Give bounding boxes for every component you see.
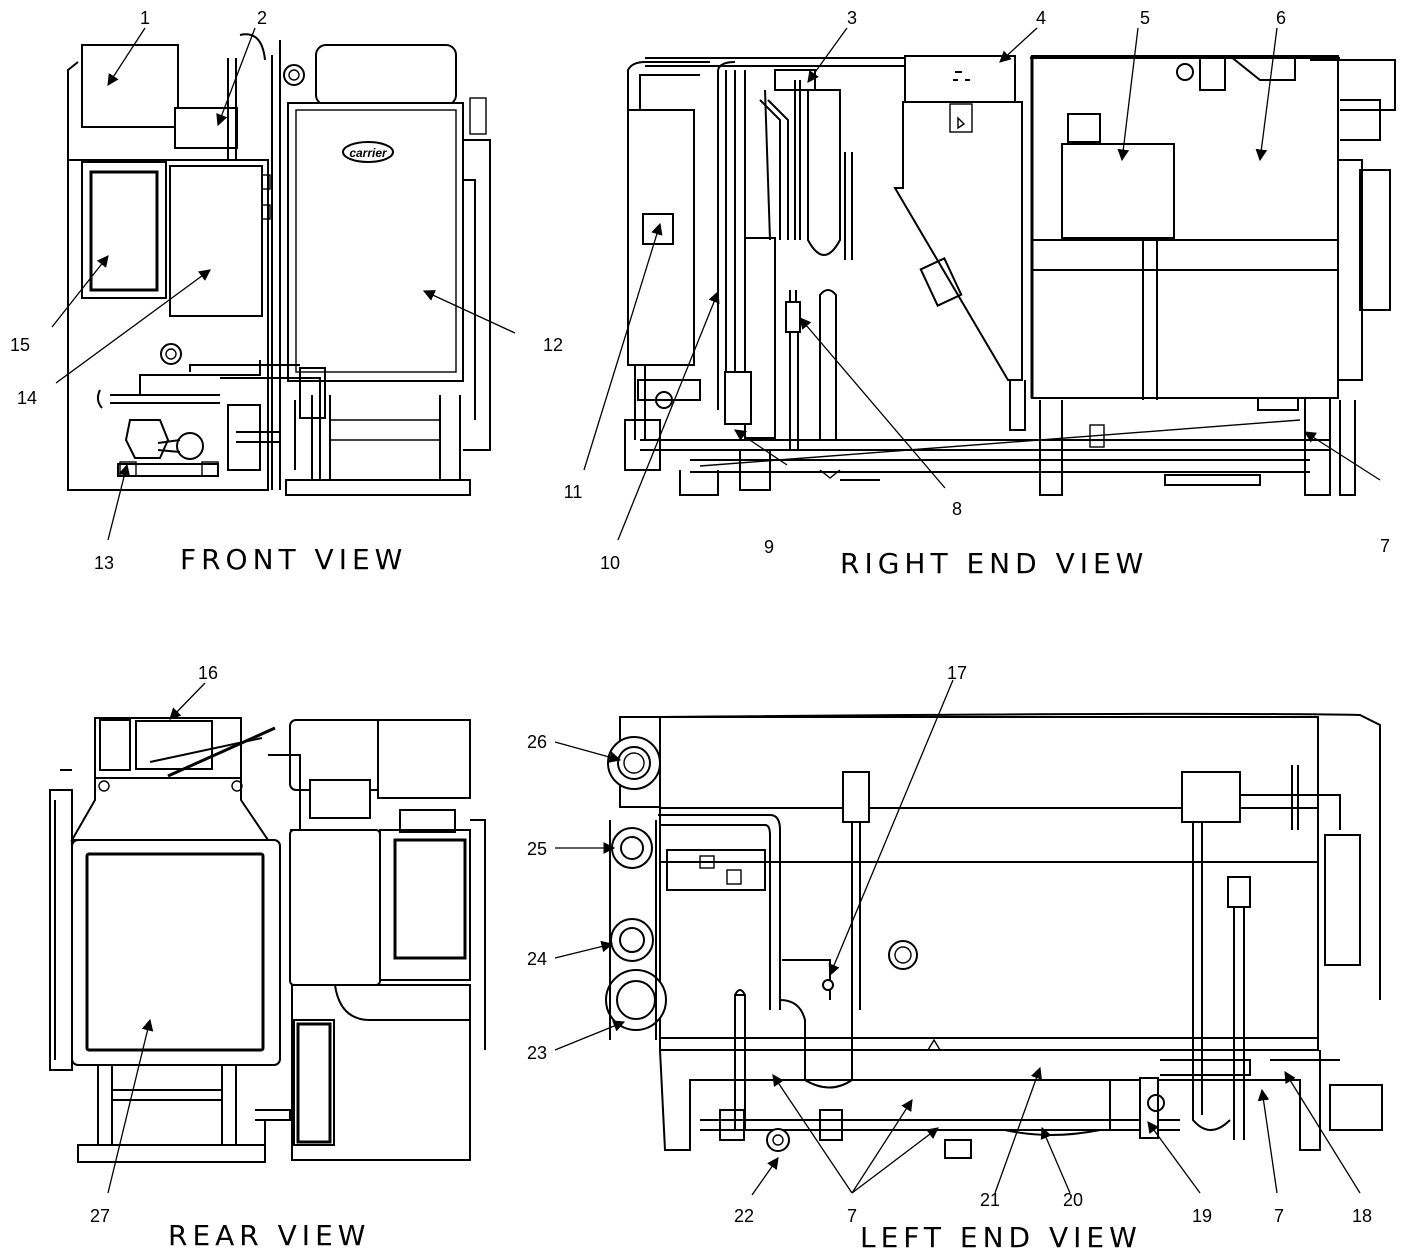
left-end-view-drawing (605, 712, 1383, 1159)
callout-8: 8 (952, 499, 962, 519)
part-24-nozzle (610, 918, 654, 962)
callout-numbers: 1 2 3 4 5 6 7 8 9 10 11 12 13 14 15 16 1… (10, 8, 1390, 1226)
part-14-panel (169, 165, 263, 317)
part-5-box (1061, 143, 1175, 239)
callout-11: 11 (564, 482, 583, 502)
rear-view-drawing (49, 717, 486, 1163)
part-23-nozzle (605, 969, 667, 1031)
part-25-nozzle (611, 827, 653, 869)
callout-19: 19 (1192, 1206, 1212, 1226)
callout-4: 4 (1036, 8, 1046, 28)
rear-view-title: REAR VIEW (168, 1219, 370, 1252)
callout-6: 6 (1276, 8, 1286, 28)
callout-18: 18 (1352, 1206, 1372, 1226)
callout-26: 26 (527, 732, 547, 752)
callout-7-left-a: 7 (847, 1206, 857, 1226)
callout-25: 25 (527, 839, 547, 859)
callout-17: 17 (947, 663, 967, 683)
part-27-waterbox (71, 839, 281, 1066)
pump-icon (124, 419, 170, 459)
callout-10: 10 (600, 553, 620, 573)
callout-5: 5 (1140, 8, 1150, 28)
callout-16: 16 (198, 663, 218, 683)
callout-9: 9 (764, 537, 774, 557)
left-end-view-title: LEFT END VIEW (860, 1221, 1142, 1254)
callout-21: 21 (980, 1190, 1000, 1210)
part-11-panel (627, 109, 695, 366)
part-2-box (174, 107, 238, 149)
right-end-view-title: RIGHT END VIEW (840, 547, 1148, 580)
part-3-cylinder (807, 89, 841, 256)
part-15-panel (89, 170, 159, 292)
callout-24: 24 (527, 949, 547, 969)
part-17-valve-icon (822, 979, 834, 991)
callout-14: 14 (17, 388, 37, 408)
callout-27: 27 (90, 1206, 110, 1226)
front-view-title: FRONT VIEW (180, 543, 407, 576)
callout-3: 3 (847, 8, 857, 28)
callout-7-right: 7 (1380, 536, 1390, 556)
view-titles: FRONT VIEW RIGHT END VIEW REAR VIEW LEFT… (168, 543, 1148, 1254)
callout-13: 13 (94, 553, 114, 573)
leader-lines (51, 27, 1381, 1196)
callout-15: 15 (10, 335, 30, 355)
callout-7-left-b: 7 (1274, 1206, 1284, 1226)
part-1-box (81, 44, 179, 128)
part-26-nozzle (607, 736, 661, 790)
part-4-box (904, 55, 1016, 103)
part-22-valve-icon (766, 1128, 790, 1152)
right-end-view-drawing (624, 55, 1396, 496)
callout-20: 20 (1063, 1190, 1083, 1210)
sight-glass-icon (160, 343, 182, 365)
part-21-shell (659, 716, 1319, 1051)
carrier-logo (342, 141, 394, 163)
callout-12: 12 (543, 335, 563, 355)
svg-text:carrier: carrier (349, 146, 388, 160)
callout-1: 1 (140, 8, 150, 28)
front-view-drawing: carrier (67, 33, 491, 496)
part-8-component (785, 301, 801, 333)
callout-22: 22 (734, 1206, 754, 1226)
part-9-component (724, 371, 752, 425)
callout-2: 2 (257, 8, 267, 28)
callout-23: 23 (527, 1043, 547, 1063)
